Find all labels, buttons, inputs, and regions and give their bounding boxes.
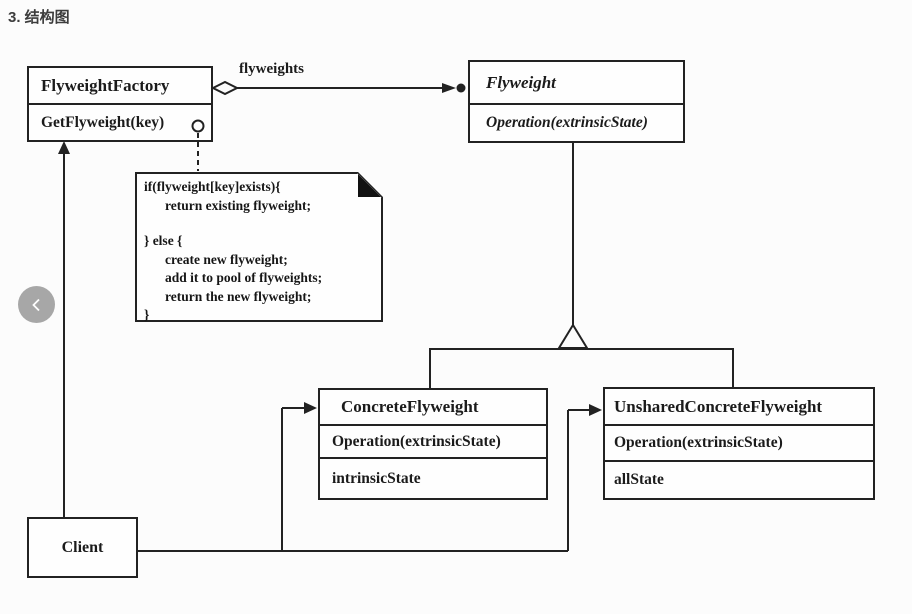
class-attribute: allState: [605, 460, 873, 498]
previous-button[interactable]: [18, 286, 55, 323]
note-line: }: [144, 307, 150, 322]
note-line: if(flyweight[key]exists){: [144, 179, 281, 194]
note-fold-icon: [357, 172, 383, 198]
class-unshared-concrete-flyweight: UnsharedConcreteFlyweight Operation(extr…: [603, 387, 875, 500]
class-client: Client: [27, 517, 138, 578]
arrowhead-icon: [589, 404, 602, 416]
inheritance-triangle-icon: [557, 323, 589, 349]
pseudocode-note: if(flyweight[key]exists){ return existin…: [135, 172, 383, 322]
note-line: return existing flyweight;: [165, 197, 311, 213]
association-endpoint-dot-icon: [456, 83, 466, 93]
aggregation-connector-flyweights: [210, 80, 466, 96]
class-flyweight-factory: FlyweightFactory GetFlyweight(key): [27, 66, 213, 142]
class-method: Operation(extrinsicState): [605, 424, 873, 460]
client-to-factory-arrow: [58, 141, 70, 517]
chevron-left-icon: [31, 298, 40, 311]
association-label: flyweights: [239, 61, 304, 77]
class-method: Operation(extrinsicState): [470, 103, 683, 141]
arrowhead-icon: [58, 141, 70, 154]
page-title: 3. 结构图: [8, 9, 70, 26]
class-method: GetFlyweight(key): [29, 103, 211, 140]
note-blank-line: [144, 215, 377, 232]
class-attribute: intrinsicState: [320, 457, 546, 498]
class-name: Flyweight: [486, 72, 556, 92]
aggregation-diamond-icon: [210, 80, 240, 96]
inheritance-connector: [429, 143, 734, 388]
note-line: create new flyweight;: [165, 251, 288, 267]
class-name: Client: [61, 538, 104, 556]
note-line: return the new flyweight;: [165, 288, 312, 304]
class-name: ConcreteFlyweight: [341, 397, 479, 416]
arrowhead-icon: [304, 402, 317, 414]
note-line: add it to pool of flyweights;: [165, 270, 323, 285]
client-to-unshared-arrow: [567, 404, 602, 551]
class-name: FlyweightFactory: [41, 75, 170, 95]
class-concrete-flyweight: ConcreteFlyweight Operation(extrinsicSta…: [318, 388, 548, 500]
class-name: UnsharedConcreteFlyweight: [614, 396, 823, 416]
note-line: } else {: [144, 233, 183, 248]
arrowhead-icon: [442, 83, 456, 93]
class-method: Operation(extrinsicState): [320, 424, 546, 457]
class-flyweight: Flyweight Operation(extrinsicState): [468, 60, 685, 143]
